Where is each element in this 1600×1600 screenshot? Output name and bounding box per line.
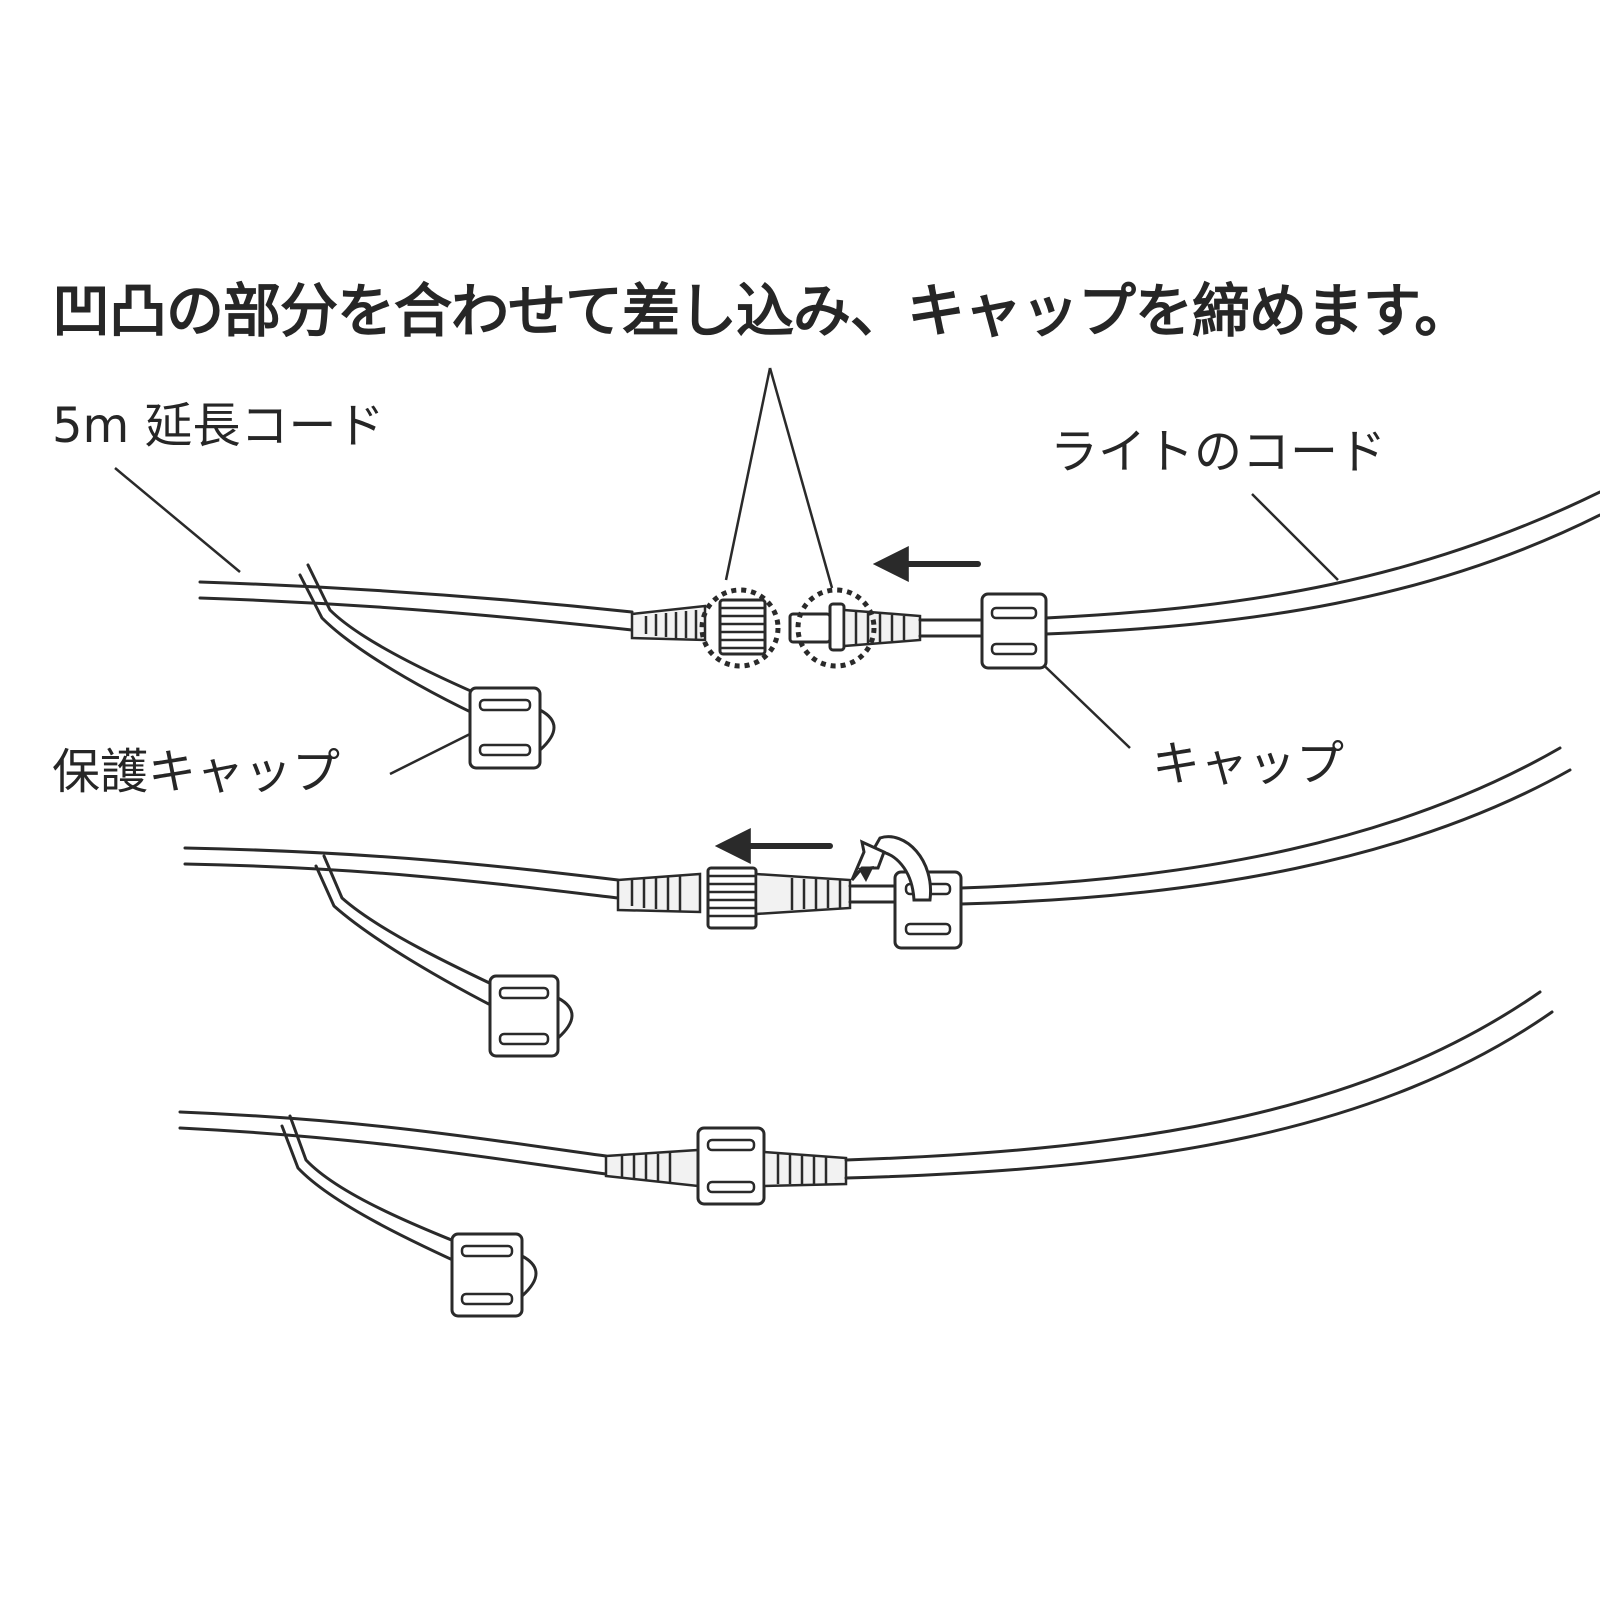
male-connector-1 (788, 587, 922, 669)
highlight-circle-male (795, 587, 877, 669)
instruction-title: 凹凸の部分を合わせて差し込み、キャップを締めます。 (52, 277, 1472, 345)
step-2-tighten (183, 746, 1572, 1058)
extension-cord-2 (183, 846, 620, 900)
light-cord-3 (844, 990, 1554, 1180)
label-light-cord: ライトのコード (1050, 424, 1387, 480)
cap-1 (918, 592, 1048, 670)
leader-cap (1029, 651, 1131, 749)
leader-light-cord (1251, 493, 1339, 581)
step-1-insert (114, 367, 1600, 776)
protective-cap-1 (298, 563, 556, 770)
joined-connector-2 (616, 866, 852, 930)
extension-cord-1 (198, 580, 634, 632)
light-cord-2 (959, 746, 1572, 906)
label-protective-cap: 保護キャップ (52, 744, 341, 800)
highlight-circle-female (699, 587, 781, 669)
rotate-arrow-icon (850, 835, 933, 902)
pointer-line-right (768, 367, 834, 589)
pointer-line-left (724, 367, 772, 581)
light-cord-1 (1044, 490, 1600, 636)
step-3-connected (178, 990, 1554, 1318)
cap-2 (848, 870, 963, 950)
joined-connector-3 (604, 1126, 848, 1206)
female-connector-1 (630, 587, 781, 669)
protective-cap-3 (280, 1114, 538, 1318)
label-extension-cord: 5m 延長コード (52, 398, 385, 454)
leader-extension-cord (114, 467, 241, 573)
leader-protective-cap (389, 728, 479, 776)
label-cap: キャップ (1152, 736, 1345, 792)
protective-cap-2 (314, 854, 574, 1058)
extension-cord-3 (178, 1110, 608, 1176)
